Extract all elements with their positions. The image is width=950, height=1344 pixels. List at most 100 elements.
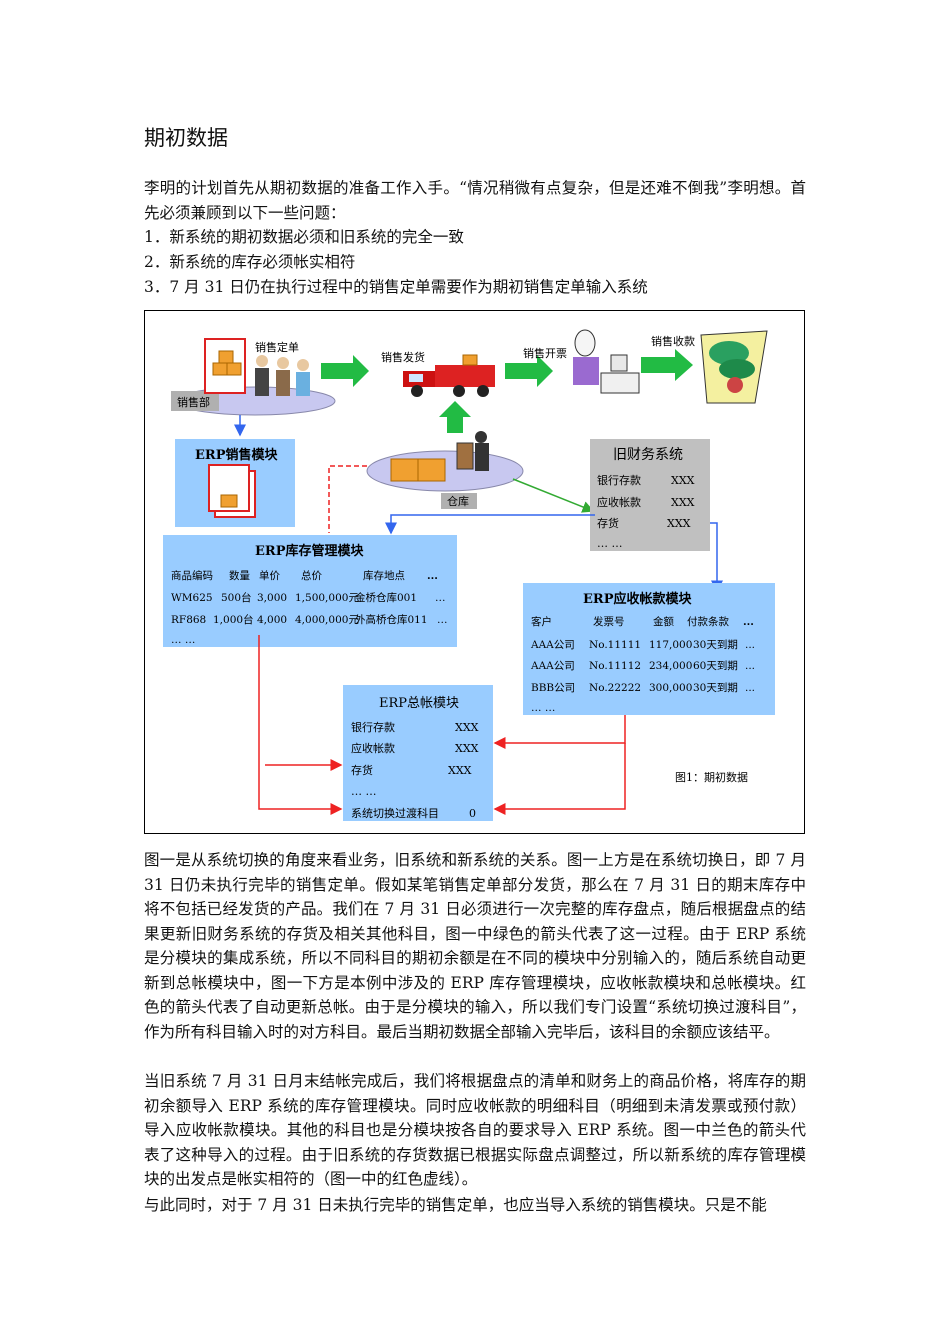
cell: No.22222 [589, 682, 641, 694]
cell: 1,000台 [213, 613, 254, 626]
gl-more: … … [351, 785, 377, 798]
green-arrow [512, 478, 595, 513]
gl-transition-label: 系统切换过渡科目 [351, 806, 439, 820]
intro-paragraph: 李明的计划首先从期初数据的准备工作入手。“情况稍微有点复杂，但是还难不倒我”李明… [144, 179, 806, 222]
big-arrow-right [505, 355, 553, 387]
old-finance-label: 银行存款 [597, 473, 641, 487]
more: … … [531, 702, 555, 714]
erp-inventory-module [163, 535, 457, 647]
figure-diagram: 销售部 销售定单 销售发货 销售开票 销售收款 ERP销 [163, 329, 775, 821]
big-arrow-up [439, 401, 471, 433]
col-header: 付款条款 [687, 615, 729, 628]
erp-gl-title: ERP总帐模块 [379, 696, 459, 711]
old-finance-value: XXX [671, 474, 695, 487]
cell: 30天到期 [693, 682, 738, 694]
box-icon [220, 494, 238, 508]
truck-icon [403, 354, 495, 397]
box-icon [212, 362, 228, 376]
invoicing-label: 销售开票 [523, 346, 567, 360]
old-finance-more: … … [597, 537, 623, 550]
gl-value: XXX [455, 721, 479, 734]
list-item: 1．新系统的期初数据必须和旧系统的完全一致 [144, 228, 464, 246]
cell: 300,000 [649, 682, 692, 694]
col-header: 金额 [653, 615, 674, 628]
cell: BBB公司 [531, 682, 575, 694]
erp-inventory-table: 商品编码 数量 单价 总价 库存地点 ... WM625 500台 3,000 … [171, 569, 448, 646]
body-paragraph: 当旧系统 7 月 31 日月末结帐完成后，我们将根据盘点的清单和财务上的商品价格… [144, 1072, 806, 1188]
cell: 3,000 [257, 592, 287, 604]
col-header: 总价 [301, 569, 322, 582]
col-header: ... [743, 616, 754, 628]
big-arrow-right [641, 349, 693, 381]
cell: 30天到期 [693, 639, 738, 651]
cell: ... [745, 660, 755, 672]
red-arrow [493, 715, 626, 749]
cell: 117,000 [649, 639, 692, 651]
col-header: 数量 [229, 569, 250, 582]
blue-arrow [710, 522, 723, 593]
cell: RF868 [171, 614, 206, 626]
sales-dept-label: 销售部 [177, 395, 210, 409]
cell: No.11112 [589, 660, 641, 672]
old-finance-title: 旧财务系统 [613, 447, 683, 463]
erp-gl-module [343, 685, 493, 821]
list-item: 3．7 月 31 日仍在执行过程中的销售定单需要作为期初销售定单输入系统 [144, 278, 648, 296]
cell: AAA公司 [530, 639, 575, 651]
sales-order-label: 销售定单 [255, 340, 299, 354]
list-item: 2．新系统的库存必须帐实相符 [144, 253, 356, 271]
col-header: 单价 [259, 570, 280, 582]
cell: No.11111 [589, 639, 641, 651]
collection-label: 销售收款 [651, 334, 695, 348]
box-icon [218, 350, 234, 364]
erp-inventory-title: ERP库存管理模块 [255, 543, 364, 559]
gl-label: 存货 [351, 763, 373, 777]
gl-transition-value: 0 [469, 807, 476, 820]
delivery-label: 销售发货 [381, 350, 425, 364]
erp-ar-title: ERP应收帐款模块 [583, 591, 692, 607]
warehouse-label: 仓库 [447, 494, 469, 508]
old-finance-value: XXX [667, 517, 691, 530]
cell: … [435, 592, 446, 604]
erp-ar-table: 客户 发票号 金额 付款条款 ... AAA公司 No.11111 117,00… [530, 615, 755, 714]
money-bag-icon [700, 330, 768, 404]
col-header: ... [427, 570, 438, 582]
page-title: 期初数据 [144, 126, 228, 150]
col-header: 商品编码 [171, 569, 213, 582]
gl-label: 银行存款 [351, 720, 395, 734]
cell: ... [745, 639, 755, 651]
cell: 234,000 [649, 660, 692, 672]
old-finance-label: 应收帐款 [597, 495, 641, 509]
cell: AAA公司 [530, 660, 575, 672]
gl-label: 应收帐款 [351, 741, 395, 755]
worker-with-dolly-icon [456, 431, 489, 471]
body-paragraph: 与此同时，对于 7 月 31 日未执行完毕的销售定单，也应当导入系统的销售模块。… [144, 1196, 767, 1214]
col-header: 库存地点 [363, 569, 405, 582]
box-icon [226, 362, 242, 376]
figure-caption: 图1：期初数据 [675, 770, 748, 784]
cell: 4,000 [257, 614, 287, 626]
cell: 4,000,000元 [295, 614, 359, 626]
more: … … [171, 634, 195, 646]
cell: 60天到期 [693, 660, 738, 672]
cell: ... [745, 682, 755, 694]
cell: 金桥仓库001 [355, 591, 417, 604]
old-finance-system [590, 439, 710, 551]
erp-sales-title: ERP销售模块 [195, 447, 278, 463]
cell: … [437, 614, 448, 626]
blue-arrow [385, 514, 595, 535]
big-arrow-right [321, 355, 369, 387]
old-finance-value: XXX [671, 496, 695, 509]
cell: WM625 [171, 592, 213, 604]
red-arrow [493, 743, 626, 815]
warehouse-label-bg [441, 493, 477, 509]
erp-ar-module [523, 583, 775, 715]
col-header: 客户 [531, 615, 552, 628]
col-header: 发票号 [593, 615, 625, 628]
figure-initial-data: 销售部 销售定单 销售发货 销售开票 销售收款 ERP销 [144, 310, 805, 834]
red-arrow [258, 635, 343, 815]
cell: 外高桥仓库011 [355, 613, 428, 626]
cell: 500台 [221, 591, 252, 604]
old-finance-label: 存货 [597, 516, 619, 530]
gl-value: XXX [455, 742, 479, 755]
red-dashed-line [328, 465, 367, 533]
